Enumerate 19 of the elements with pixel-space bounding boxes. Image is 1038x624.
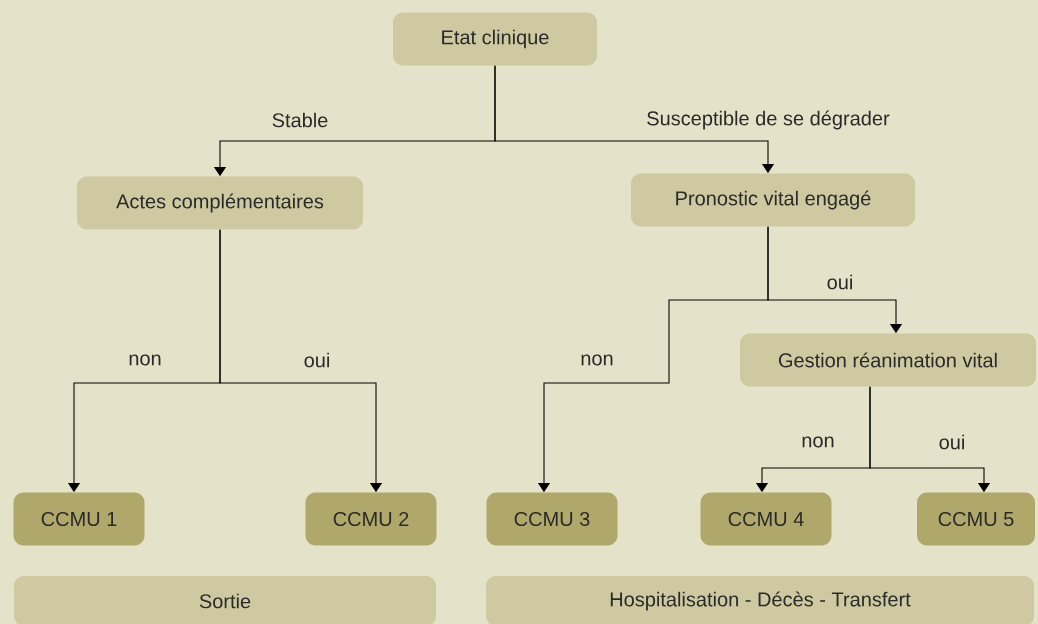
- edge-label: oui: [302, 351, 332, 369]
- step-box: Sortie: [14, 576, 436, 624]
- step-box: Gestion réanimation vital: [740, 333, 1036, 387]
- step-box: Actes complémentaires: [77, 176, 363, 230]
- edge-label: Stable: [270, 111, 330, 129]
- edge-label: non: [127, 353, 164, 367]
- result-box: CCMU 1: [13, 492, 145, 546]
- result-box: CCMU 4: [700, 492, 832, 546]
- edge-label: oui: [825, 273, 855, 291]
- result-box: CCMU 2: [305, 492, 437, 546]
- step-box: Hospitalisation - Décès - Transfert: [486, 576, 1034, 624]
- edge-label: non: [800, 435, 836, 449]
- result-box: CCMU 3: [486, 492, 618, 546]
- step-box: Etat clinique: [393, 12, 597, 66]
- result-box: CCMU 5: [917, 492, 1035, 546]
- edge-label: non: [579, 353, 616, 367]
- step-box: Pronostic vital engagé: [631, 173, 915, 227]
- edge-label: Susceptible de se dégrader: [644, 109, 892, 131]
- edge-label: oui: [937, 433, 967, 451]
